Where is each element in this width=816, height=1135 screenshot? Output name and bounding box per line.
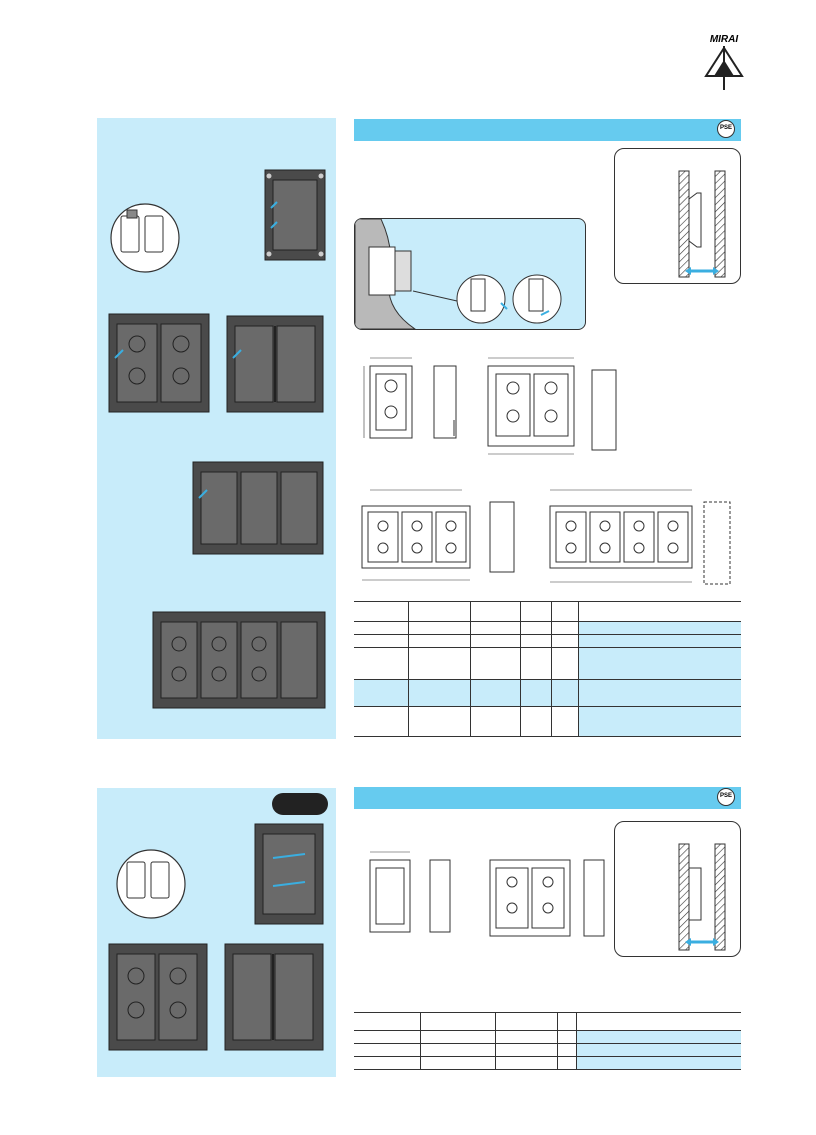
product-photo-panel-2 [97, 788, 336, 1077]
product-photo-panel-1 [97, 118, 336, 739]
table-row [354, 621, 741, 635]
installation-illustration [354, 218, 586, 330]
single-gang-box [264, 169, 326, 261]
section-1-header-bar: PSE [354, 119, 741, 141]
table-row [354, 1056, 741, 1070]
table-row [354, 1030, 741, 1044]
drawing-quad-front [549, 489, 693, 583]
double-gang-box-b [226, 315, 324, 413]
single-gang-box [254, 823, 324, 925]
drawing-triple-side [489, 501, 515, 573]
table-row [354, 647, 741, 680]
dark-badge [272, 793, 328, 815]
drawing-single-side [429, 859, 451, 933]
magnified-detail [116, 849, 186, 919]
drawing-triple-front [361, 489, 471, 581]
pse-mark-text: PSE [720, 125, 732, 131]
table-row [354, 679, 741, 707]
pse-mark-icon: PSE [717, 120, 735, 138]
table-row [354, 634, 741, 648]
drawing-double-front [487, 357, 575, 455]
pse-mark-text: PSE [720, 793, 732, 799]
wall-cross-section-2 [614, 821, 741, 957]
spec-table-2 [354, 1012, 741, 1070]
drawing-double-front [489, 859, 571, 937]
drawing-single-front [363, 357, 413, 439]
dimension-drawings-2 [369, 851, 605, 937]
section-2-header-bar: PSE [354, 787, 741, 809]
drawing-single-side [433, 365, 457, 439]
drawing-double-side [583, 859, 605, 937]
drawing-double-side [591, 369, 617, 451]
dimension-drawings-1 [361, 357, 731, 585]
pse-mark-icon: PSE [717, 788, 735, 806]
table-row [354, 1012, 741, 1031]
drawing-single-front [369, 851, 411, 933]
table-row [354, 1043, 741, 1057]
table-row [354, 706, 741, 737]
drawing-quad-side [703, 501, 731, 585]
wall-cross-section-1 [614, 148, 741, 284]
quad-gang-box [152, 611, 326, 709]
magnified-detail [110, 203, 180, 273]
brand-logo-text: MIRAI [710, 34, 739, 45]
triple-gang-box [192, 461, 324, 555]
spec-table-1 [354, 601, 741, 737]
brand-logo: MIRAI [700, 30, 748, 92]
double-gang-box-b [224, 943, 324, 1051]
double-gang-box-a [108, 313, 210, 413]
table-row [354, 601, 741, 622]
double-gang-box-a [108, 943, 208, 1051]
